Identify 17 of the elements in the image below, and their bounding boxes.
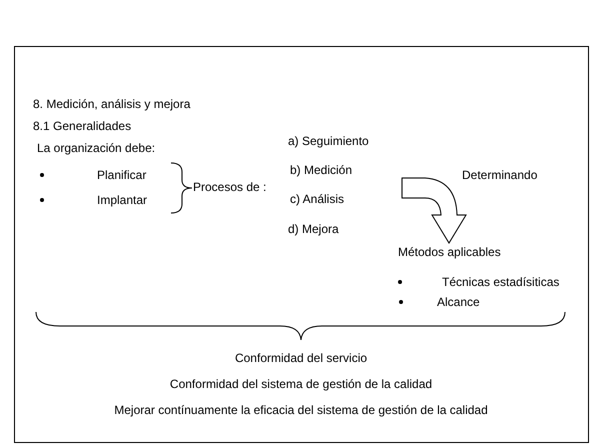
label-text: c) Análisis — [290, 192, 344, 206]
label-text: d) Mejora — [288, 222, 339, 236]
label-text: Alcance — [437, 295, 480, 309]
heading-text: 8.1 Generalidades — [33, 119, 132, 133]
label-text: Determinando — [462, 168, 538, 182]
heading-text: 8. Medición, análisis y mejora — [33, 97, 190, 111]
label-text: Mejorar contínuamente la eficacia del sistema de gestión de la calidad — [114, 403, 488, 417]
label-text: Conformidad del servicio — [234, 351, 368, 365]
label-text: Procesos de : — [193, 180, 266, 194]
label-text: a) Seguimiento — [288, 134, 369, 148]
label-text: La organización debe: — [37, 141, 156, 155]
label-text: Métodos aplicables — [398, 245, 501, 259]
label-text: Planificar — [97, 168, 146, 182]
label-text: Conformidad del sistema de gestión de la calidad — [170, 377, 432, 391]
label-text: Implantar — [97, 193, 148, 207]
label-text: b) Medición — [290, 163, 352, 177]
label-text: Técnicas estadísiticas — [442, 275, 560, 289]
